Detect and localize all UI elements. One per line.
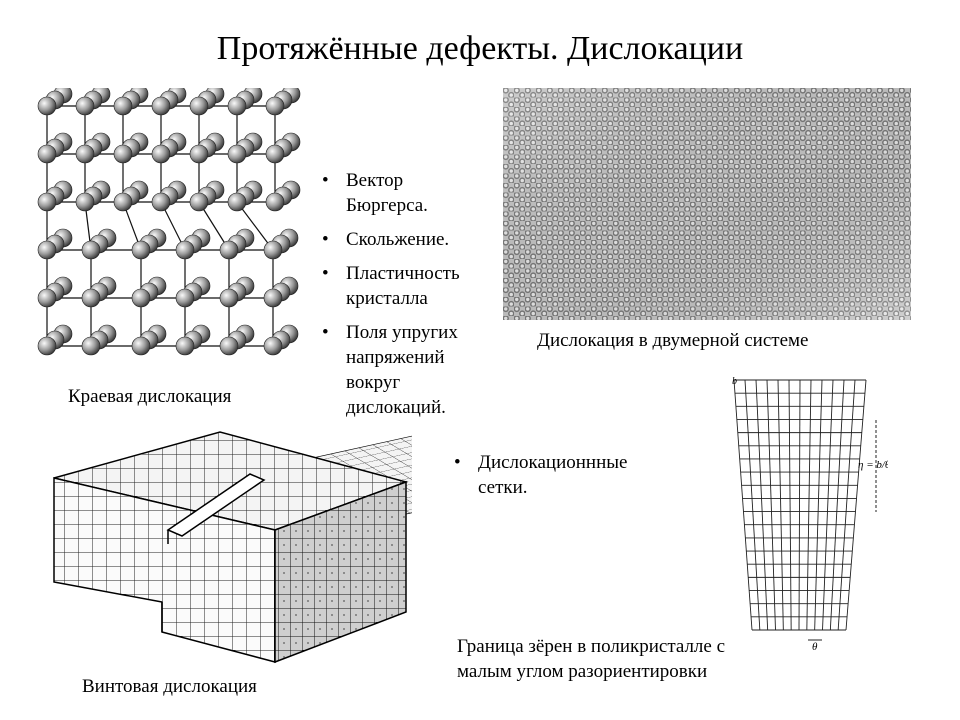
screw-dislocation-block-image [53,423,412,664]
theta-label: θ [812,641,818,653]
bullet-item: • Вектор Бюргерса. [322,168,482,218]
bullet-dot-icon: • [322,170,329,191]
bullet-item: • Дислокационнные сетки. [454,450,644,500]
edge-dislocation-lattice-image [37,88,301,356]
bullet-dot-icon: • [322,263,329,284]
bullet-text: Пластичность кристалла [346,263,460,309]
bullet-text: Вектор Бюргерса. [346,170,428,216]
bullet-list-main: • Вектор Бюргерса. • Скольжение. • Пластичн… [322,168,482,429]
caption-grain-boundary-line1: Граница зёрен в поликристалле с [457,636,726,657]
caption-grain-boundary-line2: малым углом разориентировки [457,661,708,682]
grain-boundary-grid-image: η = b/θ θ b [732,376,888,653]
slide-title: Протяжённые дефекты. Дислокации [216,30,744,67]
bullet-list-secondary: • Дислокационнные сетки. [454,450,644,509]
bullet-item: • Поля упругих напряжений вокруг дислокац… [322,320,482,420]
bullet-dot-icon: • [322,322,329,343]
caption-edge-dislocation: Краевая дислокация [68,386,232,407]
bullet-dot-icon: • [454,452,461,473]
screw-dislocation-figure [50,412,412,670]
bullet-item: • Пластичность кристалла [322,261,482,311]
twod-dislocation-figure [503,88,911,320]
bullet-text: Скольжение. [346,229,450,250]
grain-boundary-figure: η = b/θ θ b [728,372,888,664]
bullet-dot-icon: • [322,229,329,250]
bullet-item: • Скольжение. [322,227,482,252]
caption-twod-dislocation: Дислокация в двумерной системе [537,330,809,351]
edge-dislocation-figure [35,88,325,380]
bullet-text: Дислокационнные сетки. [478,452,628,498]
b-label: b [732,376,737,387]
formula-label: η = b/θ [858,459,888,471]
bullet-text: Поля упругих напряжений вокруг дислокаци… [346,322,458,418]
bubble-raft-image [503,88,911,320]
caption-screw-dislocation: Винтовая дислокация [82,676,257,697]
